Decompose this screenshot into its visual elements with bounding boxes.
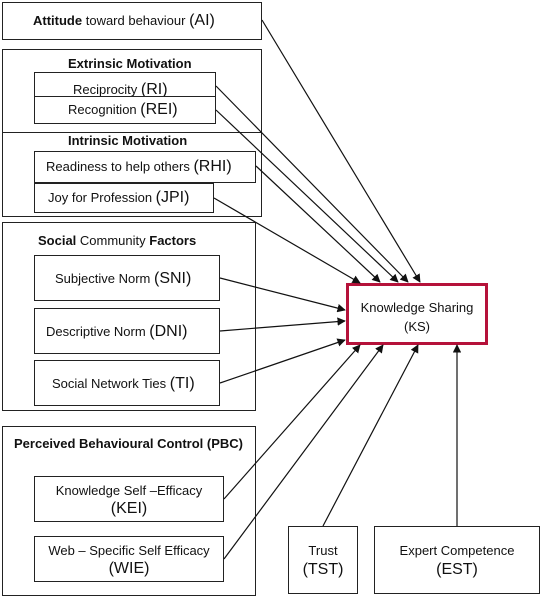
recognition-code: (REI) (140, 101, 178, 118)
arrow-attitude (261, 19, 421, 283)
trust-text: Trust (308, 543, 338, 558)
knowledge-efficacy-box: Knowledge Self –Efficacy (KEI) (34, 476, 224, 522)
recognition-text: Recognition (68, 102, 141, 117)
reciprocity-box (34, 72, 216, 98)
reciprocity-code: (RI) (140, 81, 168, 98)
expert-competence-text: Expert Competence (399, 543, 515, 558)
attitude-rest: toward behaviour (82, 13, 190, 28)
social-title: Social Community Factors (38, 233, 196, 248)
recognition-box (34, 96, 216, 124)
attitude-label: Attitude toward behaviour (AI) (33, 12, 215, 30)
knowledge-sharing-box: Knowledge Sharing (KS) (346, 283, 488, 345)
motivation-divider (2, 132, 262, 133)
descriptive-norm-box (34, 308, 220, 354)
web-efficacy-box: Web – Specific Self Efficacy (WIE) (34, 536, 224, 582)
social-ties-box (34, 360, 220, 406)
knowledge-sharing-text: Knowledge Sharing (360, 300, 474, 315)
intrinsic-title: Intrinsic Motivation (68, 133, 188, 148)
social-ties-label: Social Network Ties (TI) (52, 375, 195, 393)
knowledge-sharing-code: (KS) (404, 319, 430, 334)
subjective-norm-box (34, 255, 220, 301)
trust-code: (TST) (302, 561, 344, 578)
readiness-label: Readiness to help others (RHI) (46, 158, 232, 176)
knowledge-efficacy-text: Knowledge Self –Efficacy (55, 483, 203, 498)
web-efficacy-text: Web – Specific Self Efficacy (48, 543, 210, 558)
expert-competence-code: (EST) (436, 561, 478, 578)
attitude-code: (AI) (189, 12, 215, 29)
pbc-title: Perceived Behavioural Control (PBC) (14, 436, 243, 451)
attitude-box: Attitude toward behaviour (AI) (2, 2, 262, 40)
descriptive-norm-label: Descriptive Norm (DNI) (46, 323, 188, 341)
reciprocity-label: Reciprocity (RI) (73, 81, 168, 99)
joy-box (34, 183, 214, 213)
joy-code: (JPI) (155, 189, 190, 206)
joy-label: Joy for Profession (JPI) (48, 189, 189, 207)
subjective-norm-label: Subjective Norm (SNI) (55, 270, 191, 288)
social-mid: Community (76, 233, 150, 248)
social-ties-text: Social Network Ties (52, 376, 170, 391)
joy-text: Joy for Profession (48, 190, 156, 205)
social-ties-code: (TI) (169, 375, 195, 392)
readiness-text: Readiness to help others (46, 159, 194, 174)
reciprocity-text: Reciprocity (73, 82, 141, 97)
arrow-readiness (255, 165, 381, 283)
web-efficacy-code: (WIE) (108, 560, 150, 577)
expert-competence-box: Expert Competence (EST) (374, 526, 540, 594)
extrinsic-title: Extrinsic Motivation (68, 56, 192, 71)
readiness-code: (RHI) (193, 158, 232, 175)
social-bold1: Social (38, 233, 77, 248)
trust-box: Trust (TST) (288, 526, 358, 594)
knowledge-efficacy-code: (KEI) (110, 500, 148, 517)
social-bold2: Factors (149, 233, 197, 248)
descriptive-norm-text: Descriptive Norm (46, 324, 150, 339)
descriptive-norm-code: (DNI) (149, 323, 188, 340)
subjective-norm-text: Subjective Norm (55, 271, 154, 286)
attitude-bold: Attitude (33, 13, 83, 28)
subjective-norm-code: (SNI) (153, 270, 192, 287)
recognition-label: Recognition (REI) (68, 101, 178, 119)
arrow-trust (322, 344, 419, 527)
